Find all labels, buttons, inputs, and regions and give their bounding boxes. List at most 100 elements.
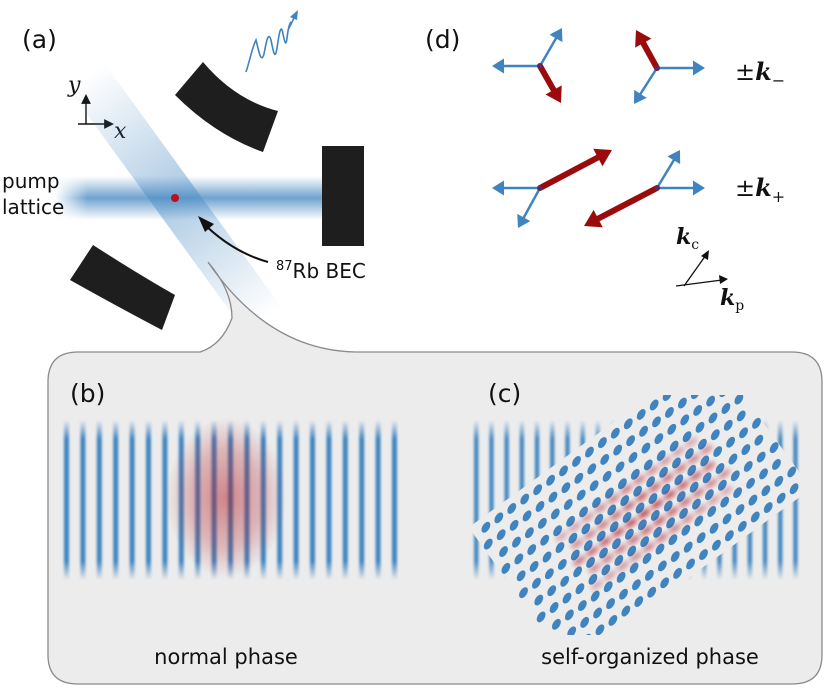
bec-density-blob xyxy=(707,495,720,506)
density-blob xyxy=(789,483,799,495)
bec-density-blob xyxy=(588,563,601,573)
bec-density-blob xyxy=(705,478,718,489)
density-blob xyxy=(754,434,764,446)
density-blob xyxy=(676,491,686,503)
density-blob xyxy=(575,583,585,595)
density-blob xyxy=(613,444,623,456)
bec-density-blob xyxy=(591,580,603,590)
density-blob xyxy=(595,624,605,635)
panel-d: (d) ±k− ±k+ kc kp xyxy=(425,25,785,314)
density-blob xyxy=(507,503,517,514)
density-blob xyxy=(580,616,590,628)
density-blob xyxy=(537,517,547,529)
lattice-stripe xyxy=(146,420,151,580)
density-blob xyxy=(509,519,519,531)
bec-density-blob xyxy=(627,535,640,545)
density-blob xyxy=(574,472,584,484)
density-blob xyxy=(642,553,652,564)
density-blob xyxy=(619,588,628,600)
density-blob xyxy=(640,536,650,548)
density-blob xyxy=(514,553,524,565)
density-blob xyxy=(644,569,654,581)
bec-density-blob xyxy=(674,463,687,474)
bec-density-blob xyxy=(692,488,705,498)
density-blob xyxy=(519,587,528,599)
density-blob xyxy=(647,586,657,598)
density-blob xyxy=(687,464,697,476)
density-blob xyxy=(546,474,556,486)
density-blob xyxy=(499,546,508,557)
density-blob xyxy=(620,495,630,507)
bec-density-blob xyxy=(620,484,633,495)
density-blob xyxy=(494,512,504,524)
density-blob xyxy=(559,465,568,477)
density-blob xyxy=(641,442,651,454)
density-blob xyxy=(662,395,672,402)
bec-density-blob xyxy=(689,471,702,481)
density-blob xyxy=(654,433,664,445)
lattice-stripe xyxy=(310,420,315,580)
density-blob xyxy=(717,479,727,491)
bec-density-blob xyxy=(664,490,676,500)
density-blob xyxy=(606,598,615,609)
density-blob xyxy=(668,534,678,546)
bec-density-blob xyxy=(581,512,594,523)
density-blob xyxy=(516,570,526,582)
pump-vector-head xyxy=(693,60,705,76)
bec-density-blob xyxy=(694,504,707,515)
density-blob xyxy=(734,395,744,405)
density-blob xyxy=(535,501,545,512)
density-blob xyxy=(637,519,647,531)
density-blob xyxy=(697,438,707,450)
density-blob xyxy=(696,532,706,544)
density-blob xyxy=(635,502,645,514)
density-blob xyxy=(607,504,617,516)
density-blob xyxy=(555,542,565,554)
self-organized-lattice xyxy=(470,395,800,635)
bec-density-blob xyxy=(659,456,672,466)
bec-density-blob xyxy=(614,544,627,555)
panel-b-caption: normal phase xyxy=(154,645,298,669)
density-blob xyxy=(590,590,600,602)
bec-density-blob xyxy=(720,486,733,496)
pump-label-line1: pump xyxy=(2,169,60,193)
k-plus-label: ±k+ xyxy=(735,173,785,206)
density-blob xyxy=(759,468,768,480)
density-blob xyxy=(655,543,665,555)
density-blob xyxy=(533,484,543,496)
density-blob xyxy=(550,508,560,520)
svg-text:87Rb BEC: 87Rb BEC xyxy=(276,259,366,283)
density-blob xyxy=(656,450,666,461)
density-blob xyxy=(522,510,532,522)
density-blob xyxy=(667,423,677,435)
density-blob xyxy=(692,498,701,510)
bec-density-blob xyxy=(635,492,648,502)
density-blob xyxy=(566,515,575,527)
bec-density-blob xyxy=(685,437,698,448)
density-blob xyxy=(787,466,797,478)
mirror-right xyxy=(322,146,364,246)
density-blob xyxy=(586,557,595,568)
density-blob xyxy=(693,405,703,416)
vector-origin-dot xyxy=(654,185,660,191)
density-blob xyxy=(577,600,587,611)
density-blob xyxy=(709,522,719,534)
density-blob xyxy=(748,494,758,506)
density-blob xyxy=(776,492,786,504)
lattice-stripe xyxy=(392,420,397,580)
bec-density-blob xyxy=(625,518,638,528)
density-blob xyxy=(648,493,658,505)
density-blob xyxy=(622,511,632,523)
cavity-vector-head xyxy=(634,89,647,104)
density-blob xyxy=(736,410,746,422)
k-minus-vector-head xyxy=(635,30,652,48)
density-blob xyxy=(713,446,723,458)
density-blob xyxy=(564,609,574,621)
density-blob xyxy=(605,487,614,499)
density-blob xyxy=(756,451,766,463)
density-blob xyxy=(536,611,546,623)
density-blob xyxy=(481,521,491,533)
density-blob xyxy=(593,607,603,619)
density-blob xyxy=(737,520,747,532)
